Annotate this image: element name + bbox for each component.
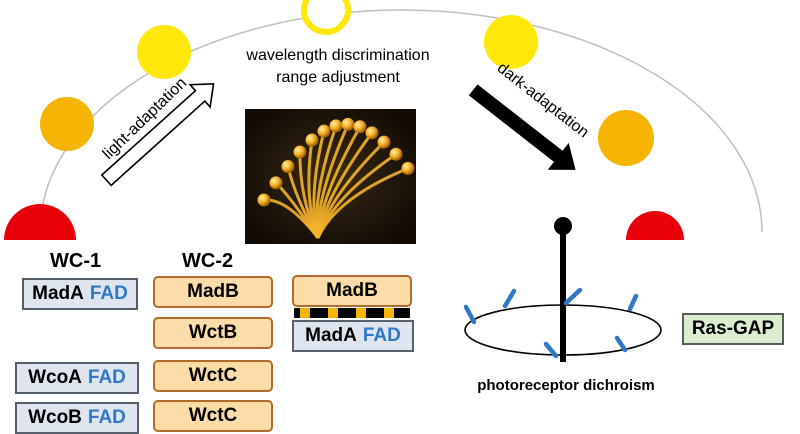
- fiber-tip: [353, 120, 367, 134]
- axis-knob: [554, 217, 572, 235]
- wc2-box-madb: MadB: [153, 276, 273, 308]
- fiber-tip: [281, 160, 295, 174]
- fiber-tip: [389, 147, 403, 161]
- diagram-canvas: light-adaptation dark-adaptation wavelen…: [4, 0, 763, 394]
- wc1-box-wcob: WcoB FAD: [15, 402, 139, 434]
- wc1-header: WC-1: [50, 250, 102, 272]
- sun-orange-right: [598, 110, 654, 166]
- fad-cofactor: FAD: [87, 407, 126, 428]
- fad-cofactor: FAD: [89, 283, 128, 304]
- dark-adaptation-arrow: [468, 84, 576, 170]
- fiber-tip: [377, 135, 391, 149]
- optical-fiber-photo: [245, 109, 416, 244]
- sun-yellow-left: [137, 25, 191, 79]
- fiber-tip: [317, 124, 331, 138]
- dark-adaptation-label: dark-adaptation: [494, 60, 592, 142]
- wavelength-discrimination-label: wavelength discrimination: [245, 47, 429, 64]
- fiber-tip: [341, 117, 355, 131]
- sun-yellow-right: [484, 15, 538, 69]
- light-adaptation-arrow: [100, 82, 215, 187]
- sun-zenith: [301, 0, 351, 35]
- fad-cofactor: FAD: [362, 325, 401, 346]
- wc2-box-wctc-2: WctC: [153, 400, 273, 432]
- fiber-tip: [329, 119, 343, 133]
- photoreceptor-dichroism-label: photoreceptor dichroism: [477, 377, 655, 394]
- fiber-tip: [305, 133, 319, 147]
- fad-cofactor: FAD: [87, 367, 126, 388]
- complex-linker: [294, 308, 410, 318]
- fiber-tip: [269, 176, 283, 190]
- protein-name: MadA: [32, 283, 84, 304]
- protein-name: MadA: [305, 325, 357, 346]
- ras-gap-box: Ras-GAP: [682, 313, 784, 345]
- protein-name: WcoB: [28, 407, 82, 428]
- photoreceptor-diagram: [463, 217, 662, 362]
- wc2-box-wctc: WctC: [153, 360, 273, 392]
- sun-orange-left: [40, 97, 94, 151]
- setting-sun-right: [626, 211, 684, 240]
- fiber-tip: [401, 161, 415, 175]
- fiber-tip: [365, 126, 379, 140]
- fiber-tip: [293, 145, 307, 159]
- wc1-box-mada: MadA FAD: [22, 278, 138, 310]
- protein-name: WcoA: [28, 367, 82, 388]
- wc2-header: WC-2: [182, 250, 234, 272]
- fiber-tip: [257, 193, 271, 207]
- setting-sun-left: [4, 204, 76, 240]
- fiber-bundle: [257, 117, 415, 239]
- complex-mada: MadA FAD: [292, 320, 414, 352]
- sun-positions: [4, 0, 684, 240]
- wc2-box-wctb: WctB: [153, 317, 273, 349]
- dipole-markers: [463, 287, 639, 359]
- wc1-box-wcoa: WcoA FAD: [15, 362, 139, 394]
- range-adjustment-label: range adjustment: [276, 69, 400, 86]
- fiber-strand: [316, 166, 409, 239]
- complex-madb: MadB: [292, 275, 412, 307]
